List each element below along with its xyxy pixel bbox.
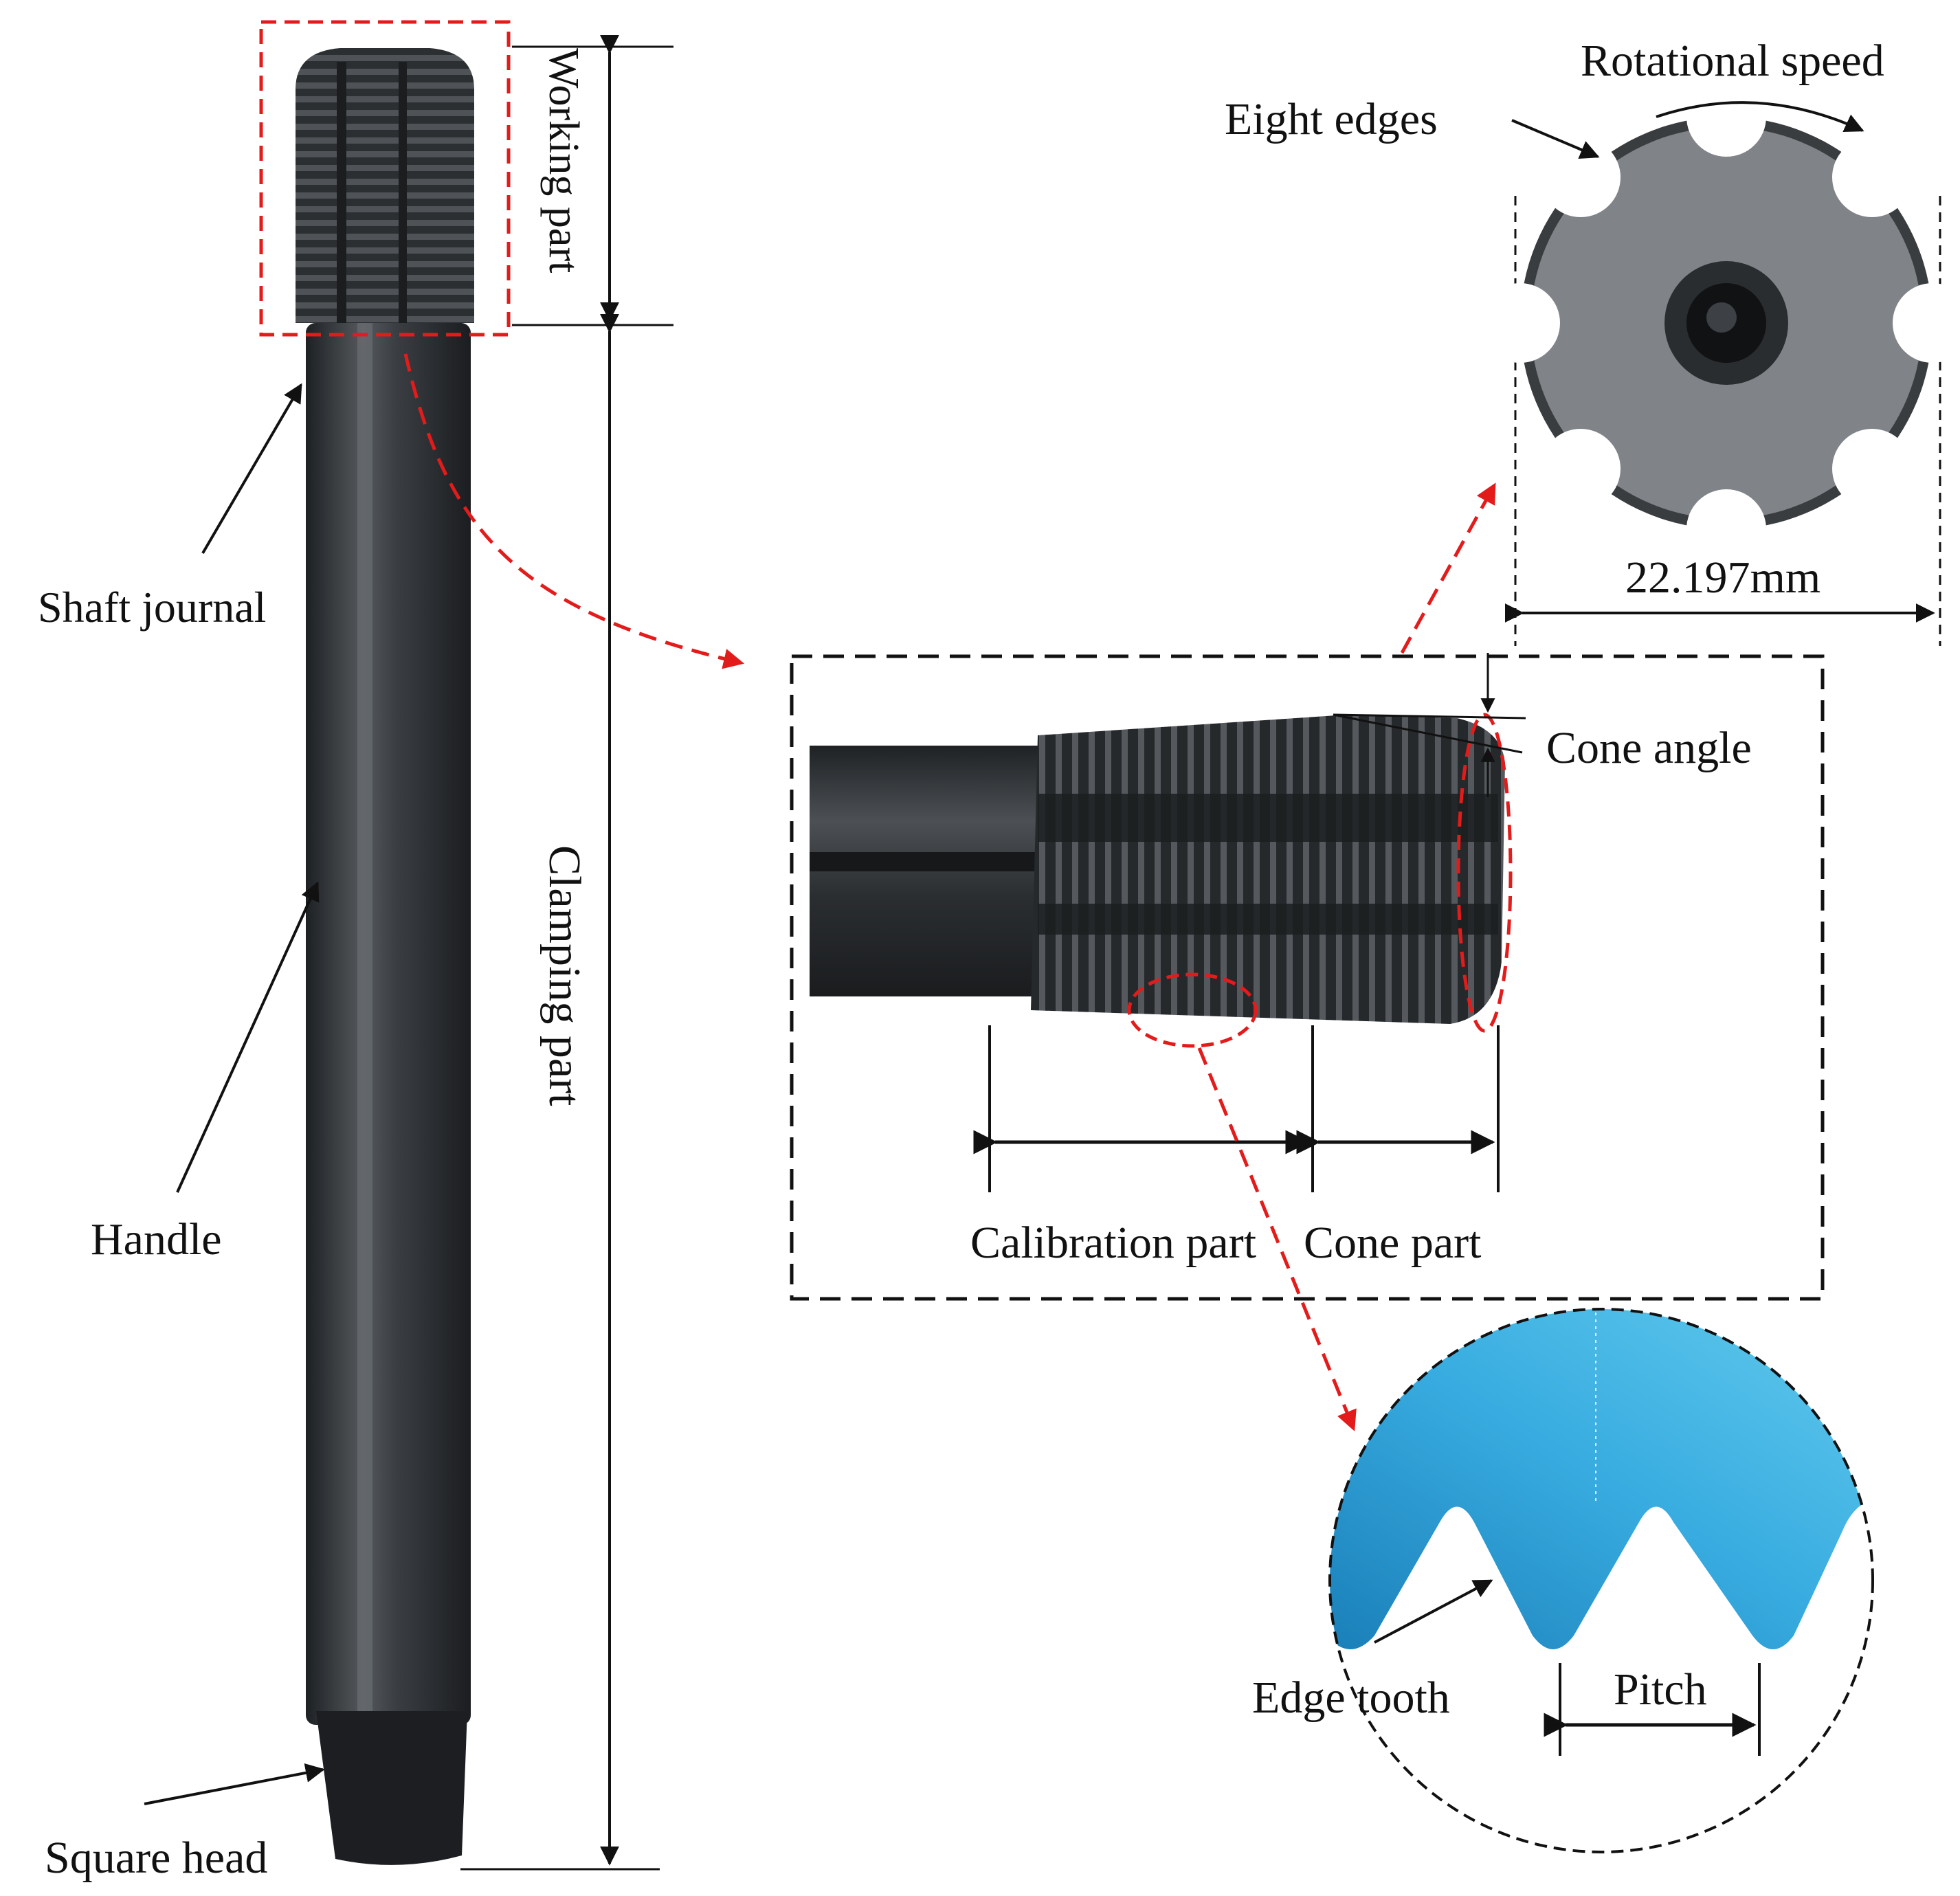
square-head-label: Square head [45, 1833, 267, 1883]
cross-section-view [1480, 77, 1960, 646]
shaft-journal-label: Shaft journal [38, 583, 266, 632]
clamping-part-label: Clamping part [539, 845, 590, 1106]
tooth-profile-view [1328, 1308, 1874, 1853]
tooth-profile-shape [1330, 1309, 1873, 1649]
handle-label: Handle [91, 1214, 222, 1264]
clamping-part-dimension [460, 313, 660, 1871]
edge-tooth-leader [1374, 1579, 1493, 1644]
pitch-dimension [1544, 1663, 1761, 1756]
threaded-body-detail [1031, 715, 1505, 1024]
square-head-leader [144, 1763, 325, 1805]
flute-line-2 [399, 62, 407, 323]
red-callout-arrow-to-detail [403, 353, 744, 669]
eight-edges-label: Eight edges [1225, 94, 1438, 144]
pitch-label: Pitch [1614, 1664, 1707, 1715]
working-part-highlight-box [259, 20, 511, 337]
tooth-profile-circle [1328, 1308, 1874, 1853]
square-head-shape [316, 1711, 467, 1865]
shaft-journal-leader [201, 383, 302, 555]
edge-tooth-label: Edge tooth [1252, 1673, 1450, 1723]
threaded-working-part [296, 48, 474, 323]
cone-part-label: Cone part [1304, 1218, 1481, 1268]
flute-notches [1480, 77, 1960, 569]
flute-line [337, 62, 346, 323]
rotational-speed-arrow [1656, 101, 1864, 133]
tap-detail-photo [810, 715, 1505, 1024]
handle-leader [176, 881, 320, 1193]
working-part-dimension [512, 34, 673, 326]
tap-photo [296, 48, 474, 1865]
working-part-label: Working part [540, 48, 587, 273]
tap-shank [306, 323, 471, 1725]
eight-edges-leader [1511, 119, 1600, 159]
shank-highlight [357, 323, 372, 1725]
calibration-cone-dimensions [973, 1025, 1500, 1192]
red-callout-arrow-to-section [1400, 482, 1497, 654]
diameter-label: 22.197mm [1625, 553, 1820, 603]
rotational-speed-label: Rotational speed [1581, 36, 1884, 86]
calibration-part-label: Calibration part [970, 1218, 1256, 1268]
red-callout-arrow-to-tooth [1197, 1047, 1357, 1431]
detail-box [790, 654, 1825, 1301]
cone-angle-label: Cone angle [1546, 723, 1752, 773]
cone-end-highlight [1456, 713, 1513, 1033]
cone-angle-annotation [1333, 653, 1526, 797]
edge-tooth-highlight [1127, 972, 1258, 1048]
